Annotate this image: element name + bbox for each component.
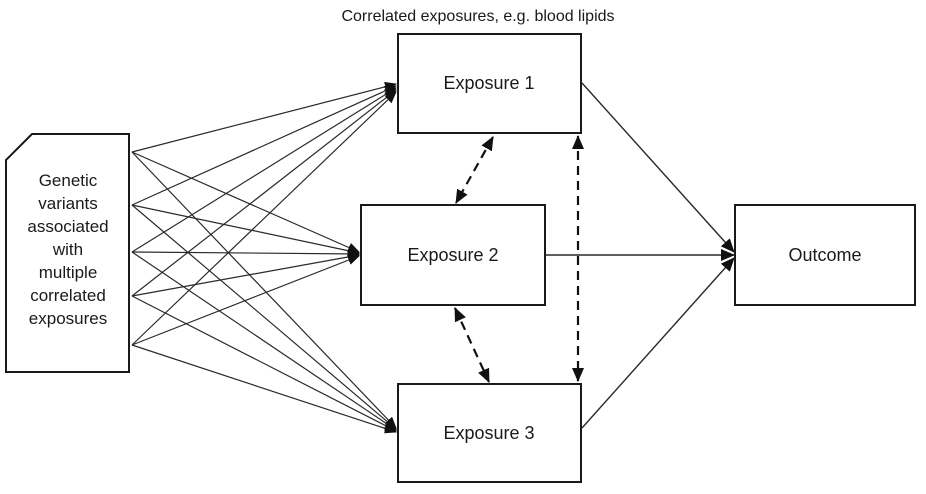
genetic-variants-label-line: associated [27,217,108,236]
genetic-variants-label-line: multiple [39,263,98,282]
edge-gv-exposure-3 [131,251,397,431]
edge-gv-exposure-2 [131,252,360,297]
outcome-label: Outcome [788,245,861,265]
exposure-outcome-edges [546,82,735,429]
edge-gv-exposure-1 [131,91,397,346]
exposure-3-box [397,383,582,483]
exposure-3-node: Exposure 3 [397,383,582,483]
genetic-variants-label-line: Genetic [39,171,98,190]
edge-gv-exposure-3 [131,204,397,430]
correlation-exposure-2-3 [454,307,490,383]
exposure-1-node: Exposure 1 [397,33,582,134]
edge-gv-exposure-1 [131,89,397,297]
edge-exposure-1-outcome [581,82,735,253]
outcome-node: Outcome [734,204,916,306]
edge-exposure-3-outcome [581,257,735,429]
correlation-exposure-1-2 [455,136,494,204]
genetic-variant-edges [131,81,397,434]
edge-gv-exposure-1 [131,87,397,253]
exposure-2-label: Exposure 2 [407,245,498,265]
outcome-box [734,204,916,306]
correlation-edges [454,135,584,383]
genetic-variants-label-line: correlated [30,286,106,305]
edge-gv-exposure-2 [131,204,360,256]
edge-gv-exposure-3 [131,295,397,432]
genetic-variants-node: Genetic variants associated with multipl… [5,133,130,373]
exposure-3-label: Exposure 3 [443,423,534,443]
exposure-1-box [397,33,582,134]
genetic-variants-label-line: variants [38,194,98,213]
edge-gv-exposure-3 [131,344,397,434]
exposure-2-box [360,204,546,306]
exposure-1-label: Exposure 1 [443,73,534,93]
genetic-variants-label-line: exposures [29,309,107,328]
diagram-title: Correlated exposures, e.g. blood lipids [341,8,614,25]
edge-gv-exposure-3 [131,151,397,429]
exposure-2-node: Exposure 2 [360,204,546,306]
edge-gv-exposure-2 [131,248,360,259]
edge-gv-exposure-1 [131,85,397,206]
genetic-variants-label-line: with [52,240,83,259]
edge-gv-exposure-2 [131,255,360,346]
edge-gv-exposure-2 [131,151,360,253]
edge-gv-exposure-1 [131,81,397,153]
genetic-variants-shape [5,133,130,373]
